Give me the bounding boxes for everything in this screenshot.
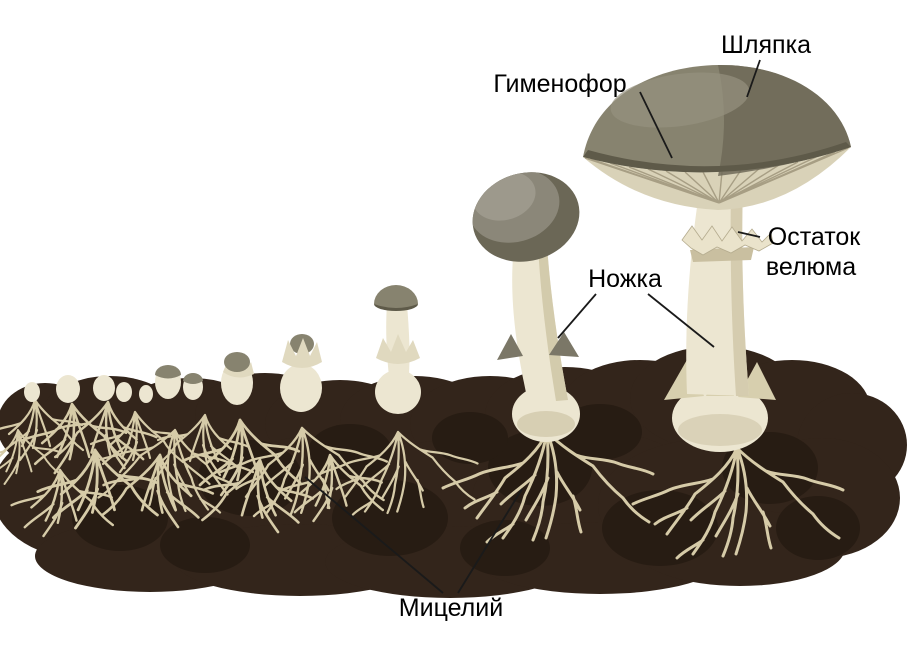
label-stipe: Ножка <box>588 265 662 293</box>
mushroom-primordia <box>24 285 421 414</box>
pointer-line-cap <box>746 59 761 98</box>
stage6-cap <box>468 169 580 262</box>
label-velum-remnant-line1: Остаток <box>768 223 862 251</box>
pointer-line-stipe-right <box>647 293 715 348</box>
pointer-line-mycelium-right <box>457 488 523 594</box>
mature-gills <box>583 147 851 210</box>
pointer-line-mycelium-left <box>304 476 444 594</box>
mushroom-stage-4 <box>280 334 322 412</box>
label-mycelium: Мицелий <box>399 594 503 622</box>
mushroom-stage-3 <box>221 352 254 405</box>
velum-ring <box>681 225 774 262</box>
mushroom-stage-5 <box>374 285 421 414</box>
label-hymenophore: Гименофор <box>493 70 626 98</box>
mature-cap <box>583 64 851 176</box>
pointer-line-stipe-left <box>557 293 597 339</box>
pointer-line-hymenophore <box>639 91 673 159</box>
stage6-volva-flap <box>497 334 523 360</box>
mushroom-stage-2 <box>155 365 203 400</box>
label-velum-remnant-line2: велюма <box>766 253 856 281</box>
pointer-line-velum <box>737 231 761 238</box>
labels: Шляпка Гименофор Остаток велюма Ножка Ми… <box>304 31 862 622</box>
mushroom-stage-1 <box>24 375 153 403</box>
label-cap: Шляпка <box>721 31 811 59</box>
mushroom-stage-7 <box>583 64 851 452</box>
